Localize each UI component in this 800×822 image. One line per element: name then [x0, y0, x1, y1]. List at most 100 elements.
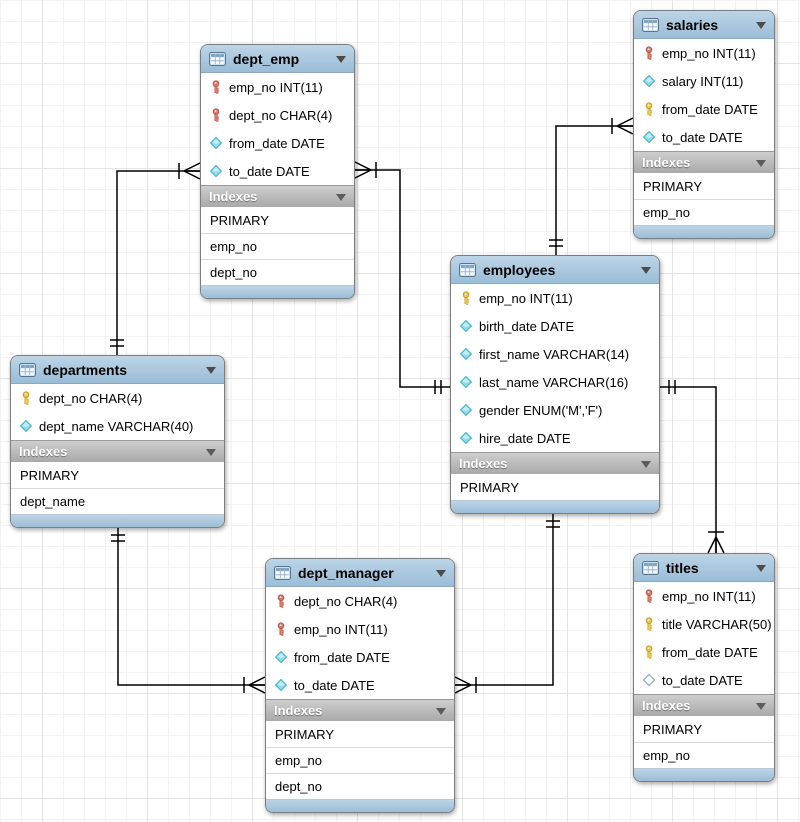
collapse-arrow-icon[interactable]	[436, 707, 446, 715]
column-row[interactable]: emp_no INT(11)	[451, 284, 659, 312]
index-row[interactable]: emp_no	[634, 742, 774, 768]
foreign-key-icon	[209, 80, 223, 94]
foreign-key-icon	[209, 108, 223, 122]
collapse-arrow-icon[interactable]	[641, 460, 651, 468]
collapse-arrow-icon[interactable]	[756, 702, 766, 710]
column-row[interactable]: emp_no INT(11)	[201, 73, 354, 101]
column-row[interactable]: emp_no INT(11)	[266, 615, 454, 643]
column-row[interactable]: dept_name VARCHAR(40)	[11, 412, 224, 440]
column-row[interactable]: last_name VARCHAR(16)	[451, 368, 659, 396]
relationship-dept_emp-employees[interactable]	[354, 161, 450, 394]
indexes-label: Indexes	[642, 155, 691, 170]
table-header[interactable]: salaries	[634, 11, 774, 39]
collapse-arrow-icon[interactable]	[206, 448, 216, 456]
column-notnull-icon	[459, 431, 473, 445]
column-label: last_name VARCHAR(16)	[479, 374, 629, 390]
column-row[interactable]: emp_no INT(11)	[634, 582, 774, 610]
column-row[interactable]: to_date DATE	[201, 157, 354, 185]
column-row[interactable]: to_date DATE	[634, 123, 774, 151]
index-row[interactable]: PRIMARY	[201, 207, 354, 233]
index-row[interactable]: emp_no	[266, 747, 454, 773]
index-row[interactable]: PRIMARY	[451, 474, 659, 500]
index-row[interactable]: dept_no	[201, 259, 354, 285]
index-row[interactable]: PRIMARY	[11, 462, 224, 488]
column-row[interactable]: hire_date DATE	[451, 424, 659, 452]
table-dept_manager[interactable]: dept_manager dept_no CHAR(4)emp_no INT(11…	[265, 558, 455, 813]
column-row[interactable]: emp_no INT(11)	[634, 39, 774, 67]
column-notnull-icon	[274, 678, 288, 692]
collapse-arrow-icon[interactable]	[336, 55, 346, 63]
indexes-bar[interactable]: Indexes	[451, 452, 659, 474]
index-row[interactable]: emp_no	[201, 233, 354, 259]
index-label: emp_no	[643, 205, 690, 220]
indexes-bar[interactable]: Indexes	[266, 699, 454, 721]
index-row[interactable]: PRIMARY	[266, 721, 454, 747]
collapse-arrow-icon[interactable]	[756, 21, 766, 29]
column-row[interactable]: from_date DATE	[634, 95, 774, 123]
column-row[interactable]: from_date DATE	[201, 129, 354, 157]
index-row[interactable]: emp_no	[634, 199, 774, 225]
column-row[interactable]: title VARCHAR(50)	[634, 610, 774, 638]
table-header[interactable]: dept_emp	[201, 45, 354, 73]
column-label: from_date DATE	[662, 101, 758, 117]
collapse-arrow-icon[interactable]	[756, 564, 766, 572]
column-row[interactable]: gender ENUM('M','F')	[451, 396, 659, 424]
column-row[interactable]: from_date DATE	[266, 643, 454, 671]
column-notnull-icon	[459, 403, 473, 417]
column-row[interactable]: to_date DATE	[634, 666, 774, 694]
table-dept_emp[interactable]: dept_emp emp_no INT(11) dept_no CHAR(4) fro…	[200, 44, 355, 299]
column-label: to_date DATE	[662, 672, 743, 688]
relationship-salaries-employees[interactable]	[549, 117, 634, 255]
indexes-bar[interactable]: Indexes	[201, 185, 354, 207]
column-row[interactable]: dept_no CHAR(4)	[266, 587, 454, 615]
column-label: emp_no INT(11)	[229, 79, 323, 95]
index-label: PRIMARY	[210, 212, 269, 228]
table-header[interactable]: titles	[634, 554, 774, 582]
index-label: PRIMARY	[460, 479, 519, 495]
column-row[interactable]: dept_no CHAR(4)	[201, 101, 354, 129]
column-label: birth_date DATE	[479, 318, 575, 334]
relationship-departments-dept_manager[interactable]	[111, 526, 266, 694]
foreign-key-icon	[274, 622, 288, 636]
table-header[interactable]: departments	[11, 356, 224, 384]
indexes-bar[interactable]: Indexes	[634, 151, 774, 173]
table-icon	[274, 565, 291, 580]
relationship-employees-dept_manager[interactable]	[454, 512, 560, 694]
column-row[interactable]: salary INT(11)	[634, 67, 774, 95]
column-notnull-icon	[459, 375, 473, 389]
column-row[interactable]: from_date DATE	[634, 638, 774, 666]
collapse-arrow-icon[interactable]	[641, 266, 651, 274]
indexes-bar[interactable]: Indexes	[11, 440, 224, 462]
collapse-arrow-icon[interactable]	[756, 159, 766, 167]
table-name: dept_emp	[233, 50, 300, 67]
index-row[interactable]: dept_name	[11, 488, 224, 514]
column-row[interactable]: dept_no CHAR(4)	[11, 384, 224, 412]
collapse-arrow-icon[interactable]	[436, 569, 446, 577]
column-label: to_date DATE	[662, 129, 743, 145]
index-row[interactable]: dept_no	[266, 773, 454, 799]
column-label: dept_no CHAR(4)	[229, 107, 333, 123]
table-footer	[634, 225, 774, 238]
relationship-dept_emp-departments[interactable]	[110, 162, 201, 355]
column-label: first_name VARCHAR(14)	[479, 346, 630, 362]
column-label: to_date DATE	[294, 677, 375, 693]
indexes-bar[interactable]: Indexes	[634, 694, 774, 716]
column-row[interactable]: birth_date DATE	[451, 312, 659, 340]
collapse-arrow-icon[interactable]	[336, 193, 346, 201]
primary-key-icon	[19, 391, 33, 405]
column-row[interactable]: to_date DATE	[266, 671, 454, 699]
table-name: dept_manager	[298, 564, 394, 581]
collapse-arrow-icon[interactable]	[206, 366, 216, 374]
relationship-employees-titles[interactable]	[660, 380, 725, 554]
column-row[interactable]: first_name VARCHAR(14)	[451, 340, 659, 368]
table-header[interactable]: dept_manager	[266, 559, 454, 587]
index-row[interactable]: PRIMARY	[634, 173, 774, 199]
index-row[interactable]: PRIMARY	[634, 716, 774, 742]
table-header[interactable]: employees	[451, 256, 659, 284]
